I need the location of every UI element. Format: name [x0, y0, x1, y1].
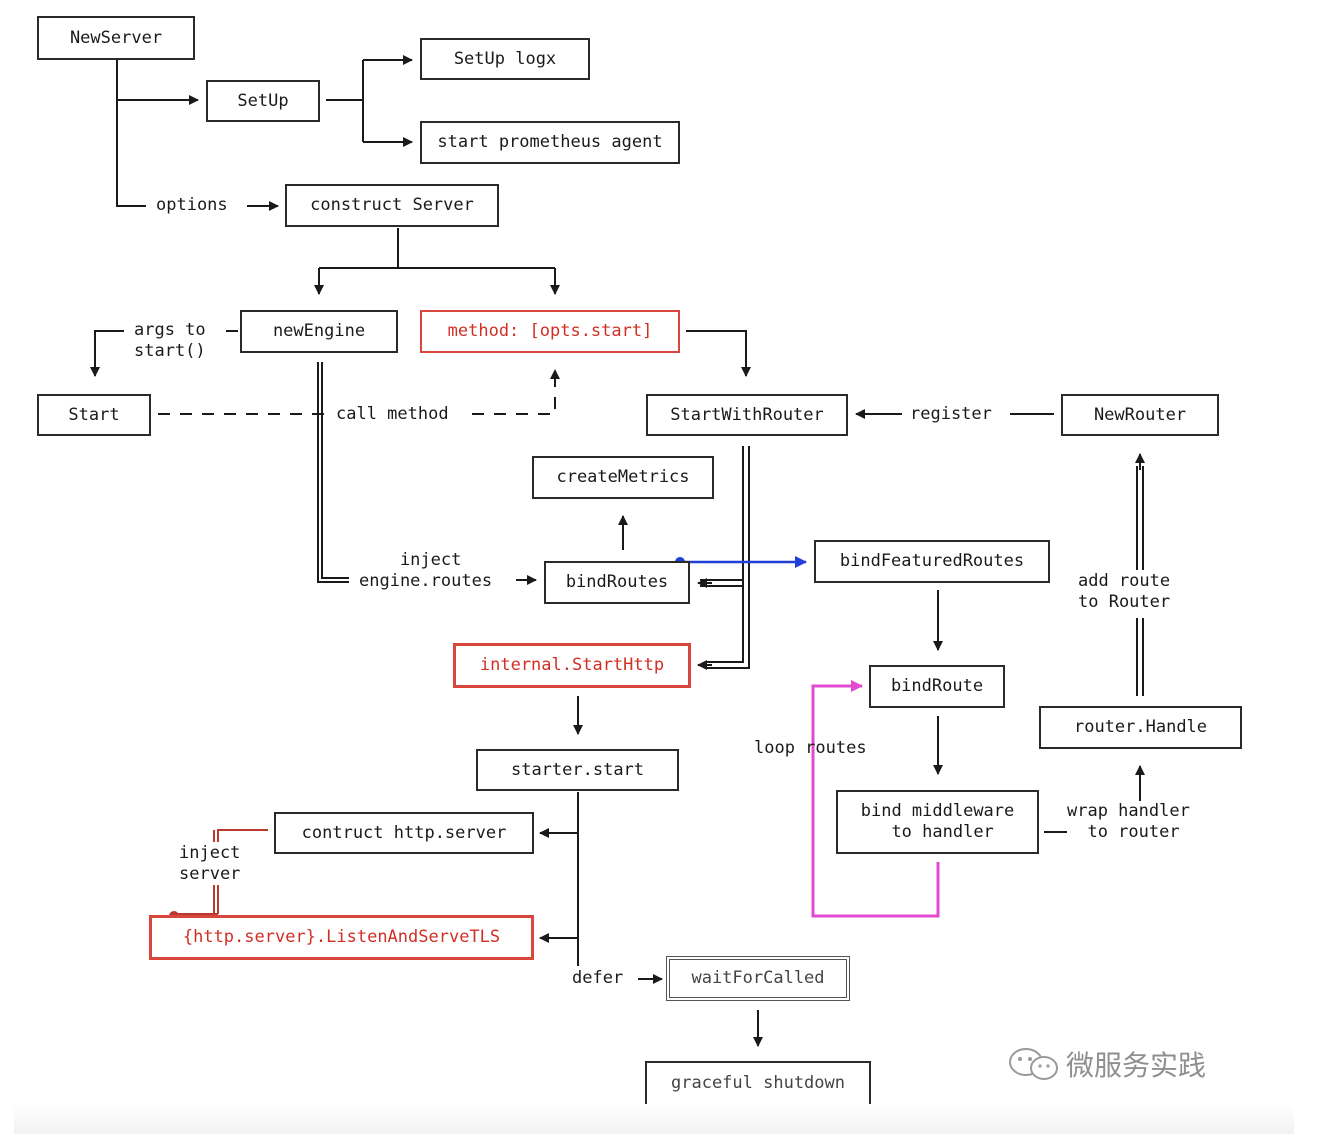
node-method-opts-start: method: [opts.start] [420, 310, 680, 353]
node-bind-featured-routes: bindFeaturedRoutes [814, 540, 1050, 583]
node-start-with-router: StartWithRouter [646, 394, 848, 436]
label-add-route-to-router: add route to Router [1078, 571, 1171, 613]
edge-setup-split [326, 60, 364, 142]
node-bind-routes: bindRoutes [544, 561, 690, 604]
label-options: options [156, 195, 228, 216]
node-new-engine: newEngine [240, 310, 398, 353]
edge-call-method [158, 370, 555, 415]
label-call-method: call method [336, 404, 449, 425]
edge-newserver-trunk [116, 60, 146, 207]
node-router-handle: router.Handle [1039, 706, 1242, 749]
node-start-prometheus: start prometheus agent [420, 121, 680, 164]
node-new-server: NewServer [37, 16, 195, 60]
node-bind-middleware: bind middleware to handler [836, 790, 1039, 854]
node-contruct-http-server: contruct http.server [274, 812, 534, 854]
label-inject-engine-routes: inject engine.routes [359, 550, 493, 592]
node-internal-start-http: internal.StartHttp [453, 643, 691, 688]
node-bind-route: bindRoute [869, 665, 1005, 708]
edge-loop-routes [811, 680, 940, 918]
watermark-text: 微服务实践 [1066, 1049, 1207, 1082]
edge-handle-newrouter [1136, 466, 1144, 696]
node-new-router: NewRouter [1061, 394, 1219, 436]
bottom-shadow [14, 1104, 1294, 1134]
node-listen-and-serve-tls: {http.server}.ListenAndServeTLS [149, 915, 534, 960]
label-wrap-handler-to-router: wrap handler to router [1067, 801, 1190, 843]
label-defer: defer [572, 968, 624, 989]
node-create-metrics: createMetrics [532, 456, 714, 499]
label-inject-server: inject server [179, 843, 241, 885]
node-wait-for-called: waitForCalled [666, 956, 850, 1001]
edge-construct-split [319, 228, 555, 269]
node-setup: SetUp [206, 80, 320, 122]
wechat-icon [1009, 1048, 1058, 1080]
node-start: Start [37, 394, 151, 436]
label-loop-routes: loop routes [754, 738, 867, 758]
node-construct-server: construct Server [285, 184, 499, 227]
label-args-to-start: args to start() [134, 320, 206, 362]
node-starter-start: starter.start [476, 749, 679, 791]
edge-method-swr [686, 330, 751, 377]
label-register: register [910, 404, 992, 425]
edge-newengine-inject [317, 362, 349, 583]
edge-swr-trunk [706, 446, 750, 669]
edge-swr-bindroutes [700, 579, 743, 587]
edge-args-to-start [90, 330, 124, 377]
node-graceful-shutdown: graceful shutdown [645, 1061, 871, 1106]
watermark: 微服务实践 [1008, 1044, 1206, 1084]
edge-inject-server-red [174, 829, 268, 915]
node-setup-logx: SetUp logx [420, 38, 590, 80]
